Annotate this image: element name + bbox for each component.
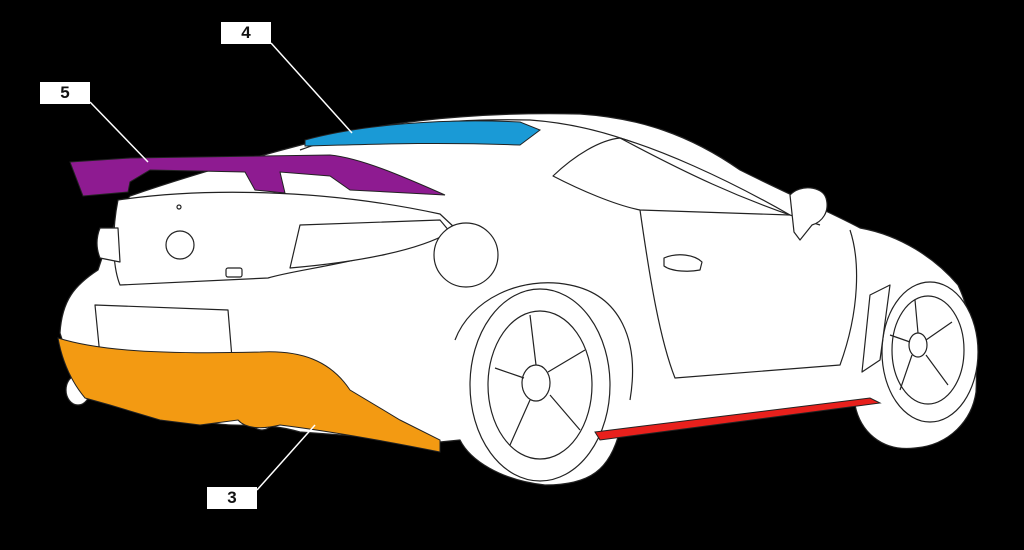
fuel-door [433,222,499,288]
rear-wing-part [69,154,446,197]
emblem [165,230,195,260]
trunk-lock [176,204,182,210]
aero-parts [57,120,882,453]
callout-label-4: 4 [221,22,271,44]
rear-wheel [469,288,611,482]
front-fender-vent [861,284,891,373]
callout-label-3: 3 [207,487,257,509]
leader-line-4 [270,42,353,134]
rear-quarter-window [552,137,791,216]
front-wheel [881,281,979,423]
door-line [639,209,858,379]
roof-spoiler-part [304,120,542,147]
leader-lines [89,42,353,491]
door-handle [663,254,703,272]
tail-light-left [96,227,121,263]
trunk-badge [225,267,243,278]
leader-line-3 [256,424,316,491]
side-skirt-part [594,397,882,441]
callout-label-5: 5 [40,82,90,104]
side-window-line [619,137,821,226]
leader-line-5 [89,101,149,163]
side-mirror [789,187,828,241]
rear-diffuser-part [57,337,441,453]
